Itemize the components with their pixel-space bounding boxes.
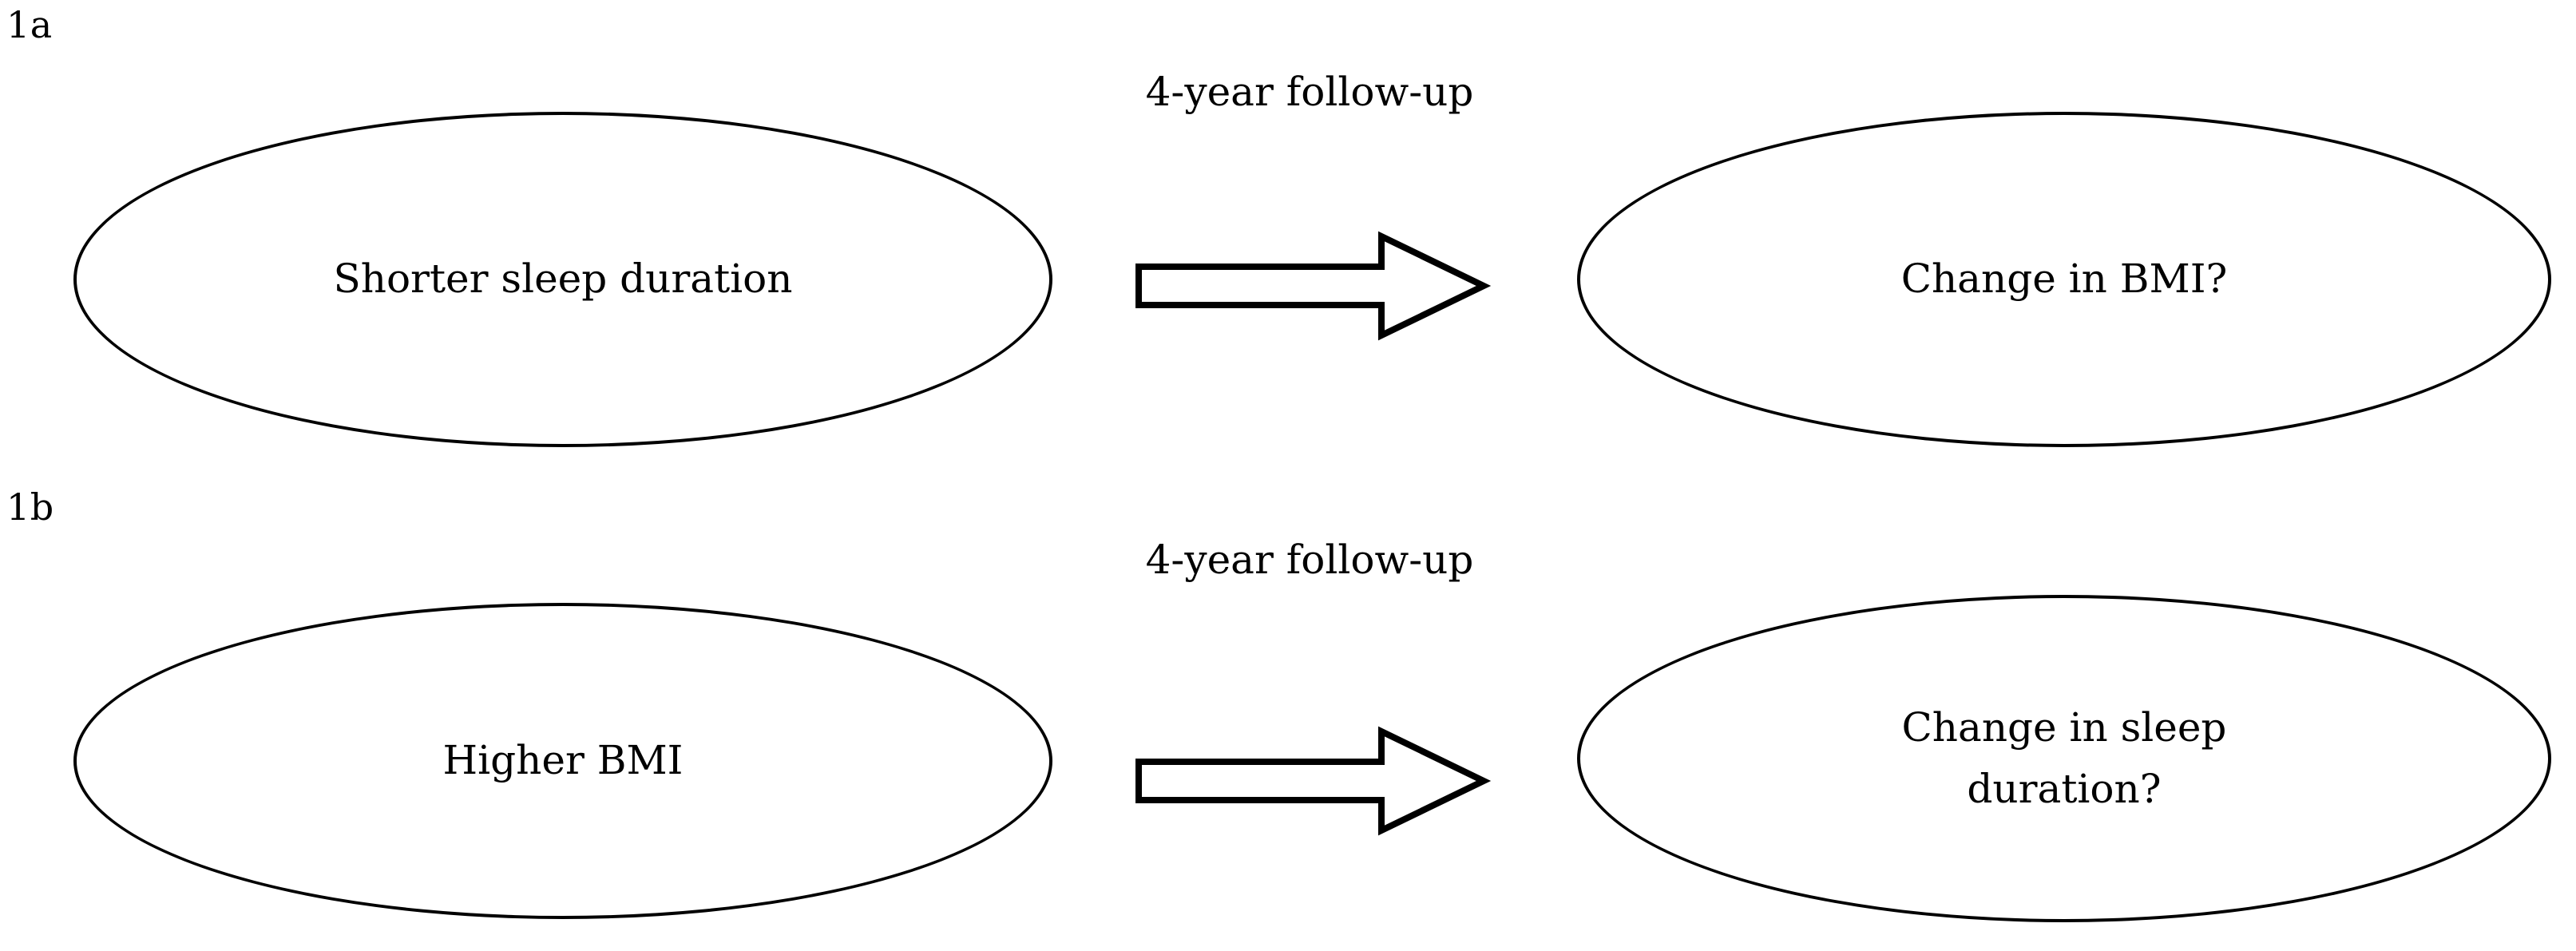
arrow-caption-1a: 4-year follow-up bbox=[1145, 69, 1474, 115]
block-arrow-right-icon-1b bbox=[1135, 726, 1492, 836]
arrow-caption-1b: 4-year follow-up bbox=[1145, 537, 1474, 583]
panel-label-1b: 1b bbox=[6, 485, 54, 529]
node-change-in-sleep-duration-label: Change in sleep duration? bbox=[1901, 703, 2227, 813]
node-change-in-bmi: Change in BMI? bbox=[1577, 112, 2551, 447]
node-change-in-bmi-label: Change in BMI? bbox=[1900, 256, 2228, 303]
block-arrow-right-icon-1a bbox=[1135, 231, 1492, 341]
node-change-in-sleep-duration: Change in sleep duration? bbox=[1577, 595, 2551, 922]
panel-label-1a: 1a bbox=[6, 3, 53, 46]
node-higher-bmi: Higher BMI bbox=[73, 603, 1052, 919]
node-shorter-sleep-duration-label: Shorter sleep duration bbox=[333, 256, 793, 303]
node-shorter-sleep-duration: Shorter sleep duration bbox=[73, 112, 1052, 447]
node-higher-bmi-label: Higher BMI bbox=[442, 737, 684, 784]
